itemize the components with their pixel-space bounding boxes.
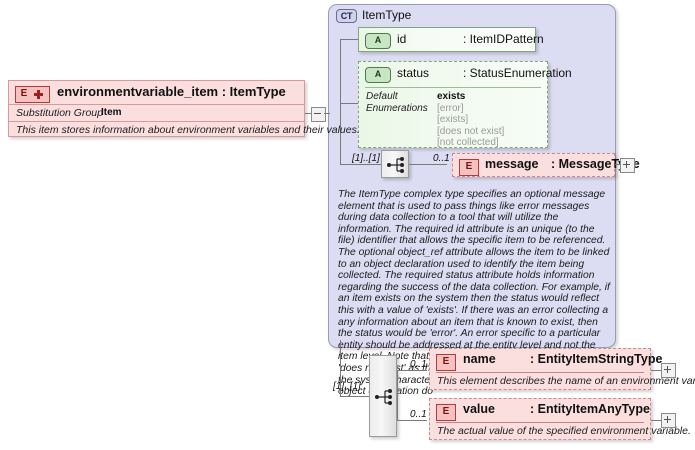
cardinality-message: 0..1 <box>433 153 450 164</box>
enumeration-item: [exists] <box>437 114 469 125</box>
attribute-badge-icon: A <box>365 33 391 49</box>
plus-box-icon-name[interactable] <box>661 363 676 378</box>
connector-root-expander-left <box>305 113 312 114</box>
sequence-icon <box>387 157 404 173</box>
element-badge-icon: E <box>459 159 479 176</box>
divider <box>436 372 644 373</box>
element-badge-with-plus-icon: E <box>15 86 50 103</box>
divider <box>365 87 541 88</box>
element-type: : EntityItemStringType <box>530 352 663 366</box>
compositor-occurrence-top: [1]..[1] <box>352 153 380 164</box>
complextype-badge: CT <box>336 9 357 23</box>
root-element-box[interactable]: E environmentvariable_item : ItemType Su… <box>8 80 360 137</box>
attribute-name: id <box>397 32 407 46</box>
element-type: : MessageType <box>551 157 640 171</box>
minus-box-icon-root[interactable] <box>311 107 326 122</box>
plus-box-icon-message[interactable] <box>620 158 635 173</box>
cardinality-value: 0..1 <box>410 409 427 420</box>
substitution-group-value: Item <box>101 107 122 118</box>
complextype-title: ItemType <box>362 8 412 22</box>
root-element-description: This item stores information about envir… <box>16 124 360 136</box>
root-element-title: environmentvariable_item : ItemType <box>57 84 286 99</box>
connector-extension-spine <box>397 371 398 421</box>
connector-to-message <box>409 164 447 165</box>
element-name: value <box>463 402 495 416</box>
enumeration-item: [error] <box>437 102 464 114</box>
connector-message-expander <box>615 164 620 165</box>
expander-bar-vertical <box>667 366 668 373</box>
divider <box>9 104 304 105</box>
sequence-compositor-top[interactable] <box>381 150 409 178</box>
expander-bar-vertical <box>626 161 627 168</box>
attribute-enumerations-label: Enumerations <box>366 103 428 114</box>
substitution-group-label: Substitution Group <box>16 107 103 119</box>
connector-to-status <box>340 103 358 104</box>
element-box-name[interactable]: E name : EntityItemStringType This eleme… <box>429 348 695 390</box>
divider <box>436 422 644 423</box>
connector-to-id <box>340 39 358 40</box>
expander-bar-horizontal <box>314 113 321 114</box>
element-box-message[interactable]: E message : MessageType <box>452 153 640 177</box>
element-badge-icon: E <box>436 354 456 371</box>
attribute-name: status <box>397 66 430 80</box>
enumeration-item: [not collected] <box>437 137 499 148</box>
enumeration-default-value: exists <box>437 91 466 102</box>
connector-to-value <box>397 420 427 421</box>
element-description: This element describes the name of an en… <box>437 375 695 387</box>
connector-ct-to-extension <box>340 340 341 396</box>
sequence-icon <box>375 389 392 405</box>
element-description: The actual value of the specified enviro… <box>437 425 691 437</box>
element-badge-letter: E <box>20 88 28 99</box>
connector-root-expander-right <box>324 113 330 114</box>
attribute-type: : ItemIDPattern <box>463 32 544 46</box>
connector-name-expander <box>651 370 661 371</box>
attribute-badge-icon: A <box>365 67 391 83</box>
plus-box-icon-value[interactable] <box>661 413 676 428</box>
connector-attr-spine <box>340 40 341 165</box>
attribute-type: : StatusEnumeration <box>463 66 572 80</box>
cardinality-name: 0..1 <box>410 359 427 370</box>
sequence-compositor-bottom[interactable] <box>369 355 397 437</box>
attribute-enumeration-list: exists [error] [exists] [does not exist]… <box>437 91 504 149</box>
attribute-default-label: Default <box>366 91 398 102</box>
element-type: : EntityItemAnyType <box>530 402 650 416</box>
compositor-occurrence-bottom: [1]..[1] <box>333 381 361 392</box>
element-box-value[interactable]: E value : EntityItemAnyType The actual v… <box>429 398 691 440</box>
expander-bar-vertical <box>667 416 668 423</box>
attribute-row-status[interactable]: A status : StatusEnumeration Default Enu… <box>358 61 572 149</box>
connector-to-compositor-bottom <box>340 396 369 397</box>
element-badge-icon: E <box>436 404 456 421</box>
enumeration-item: [does not exist] <box>437 125 505 137</box>
connector-to-name <box>397 370 427 371</box>
element-name: message <box>485 157 539 171</box>
connector-to-compositor-top <box>340 164 381 165</box>
element-name: name <box>463 352 496 366</box>
divider <box>9 121 304 122</box>
plus-cross-icon <box>34 90 43 99</box>
attribute-row-id[interactable]: A id : ItemIDPattern <box>358 27 544 52</box>
connector-value-expander <box>651 420 661 421</box>
